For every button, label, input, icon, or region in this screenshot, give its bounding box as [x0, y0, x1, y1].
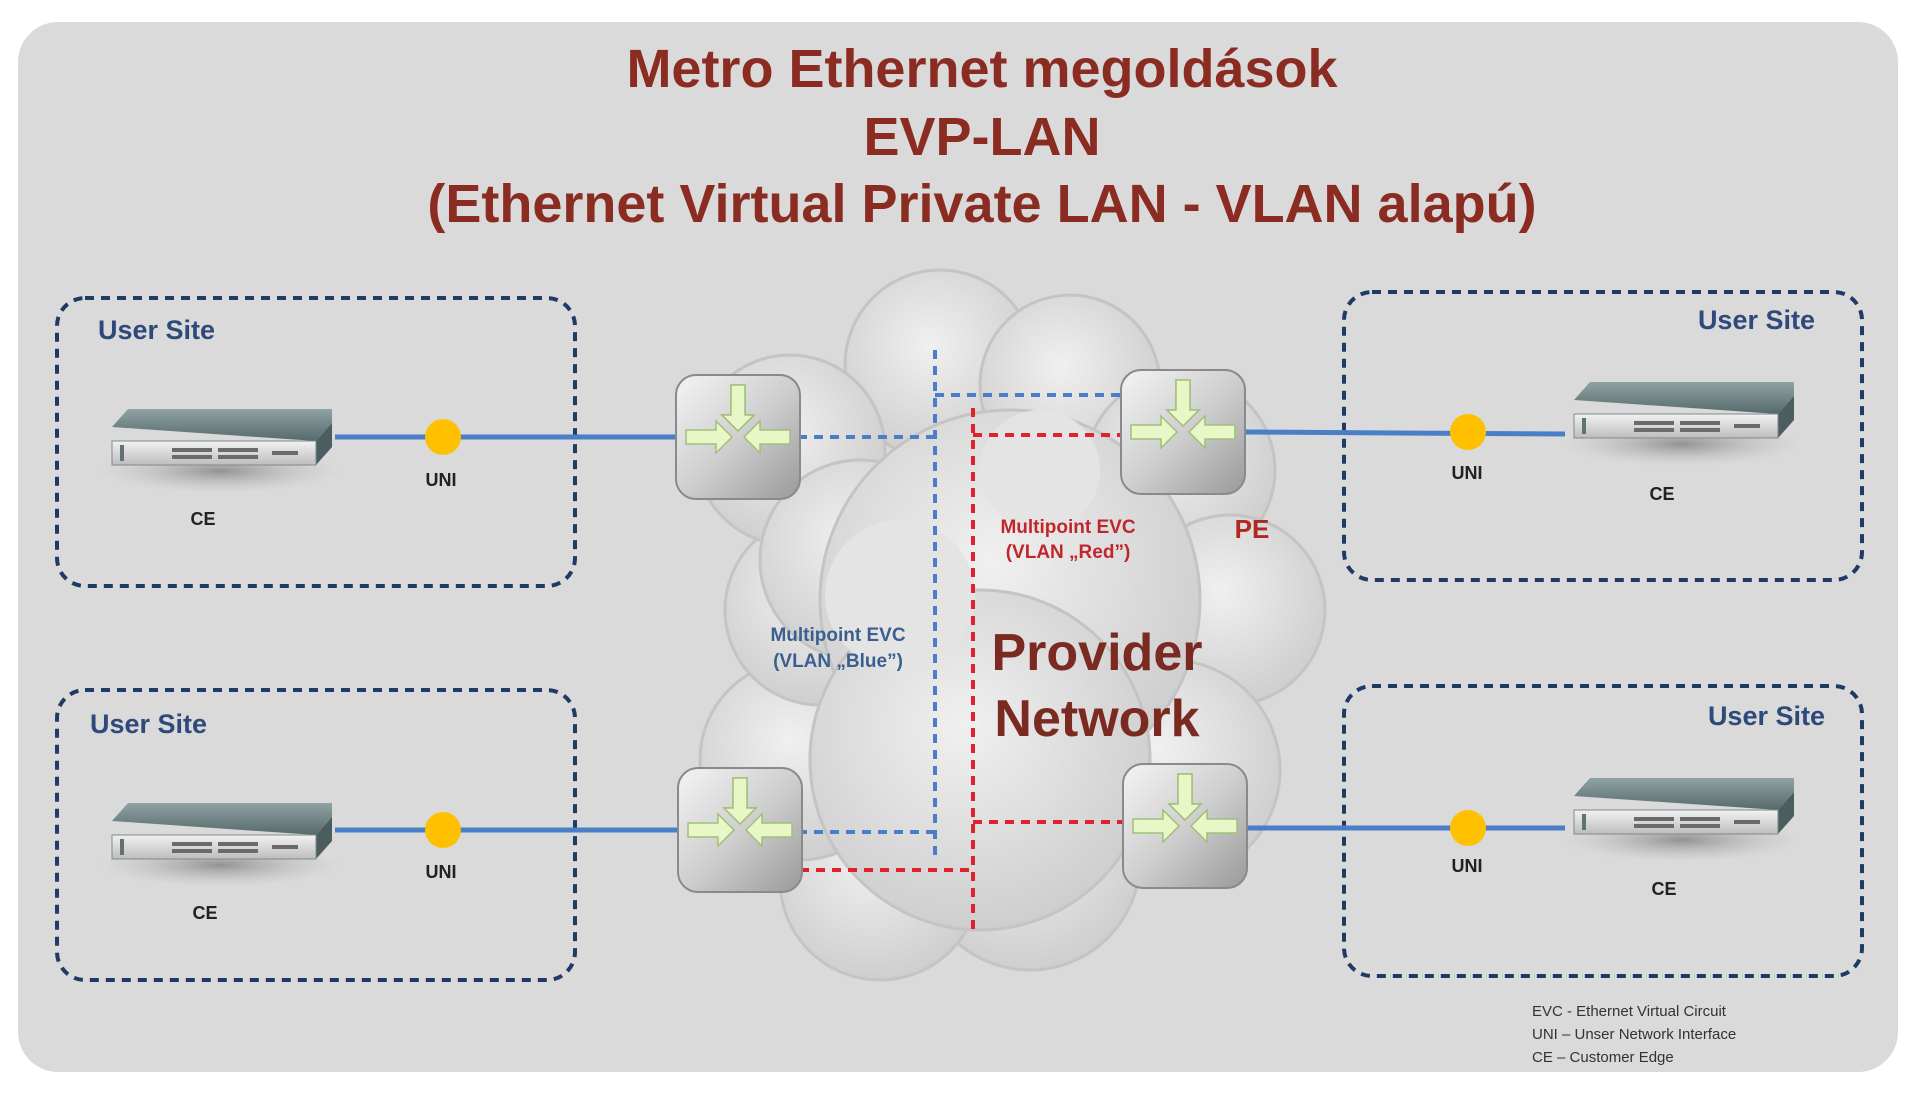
legend-uni: UNI – Unser Network Interface [1532, 1026, 1736, 1043]
title-line-1: Metro Ethernet megoldások [626, 39, 1338, 99]
vlan-blue-links [798, 350, 1122, 862]
title-line-2: EVP-LAN [863, 107, 1100, 167]
ce-switch-bottom-right [1561, 777, 1803, 863]
ce-label-top-right: CE [1649, 484, 1674, 504]
site-box-bottom-left [55, 688, 577, 982]
uni-dots [425, 414, 1486, 848]
router-bottom-left [677, 767, 803, 893]
access-links [335, 429, 1566, 833]
ce-label-bottom-left: CE [192, 903, 217, 923]
evc-blue-label-line-2: (VLAN „Blue”) [773, 651, 903, 672]
access-link-top-right [1244, 429, 1566, 437]
cloud-highlights [825, 410, 1100, 670]
uni-dot-bottom-right [1450, 810, 1486, 846]
evc-red-label-line-2: (VLAN „Red”) [1006, 542, 1131, 563]
site-label-bottom-right: User Site [1708, 701, 1825, 731]
provider-network-line-2: Network [994, 690, 1199, 748]
site-box-top-right [1342, 290, 1864, 582]
site-label-top-left: User Site [98, 315, 215, 345]
ce-switch-top-left [99, 408, 341, 494]
ce-label-top-left: CE [190, 509, 215, 529]
ce-switch-bottom-left [99, 802, 341, 888]
pe-label: PE [1235, 514, 1270, 544]
uni-label-top-right: UNI [1452, 463, 1483, 483]
router-top-left [675, 374, 801, 500]
uni-label-top-left: UNI [426, 470, 457, 490]
uni-dot-top-left [425, 419, 461, 455]
vlan-red-links [800, 408, 1122, 930]
site-label-top-right: User Site [1698, 305, 1815, 335]
uni-dot-bottom-left [425, 812, 461, 848]
site-box-bottom-right [1342, 684, 1864, 978]
evc-red-label-line-1: Multipoint EVC [1000, 517, 1135, 538]
uni-label-bottom-left: UNI [426, 862, 457, 882]
site-boxes [55, 290, 1864, 982]
provider-network-line-1: Provider [992, 624, 1203, 682]
title-line-3: (Ethernet Virtual Private LAN - VLAN ala… [427, 174, 1536, 234]
evc-blue-label-line-1: Multipoint EVC [770, 625, 905, 646]
router-top-right [1120, 369, 1246, 495]
uni-dot-top-right [1450, 414, 1486, 450]
ce-label-bottom-right: CE [1651, 879, 1676, 899]
uni-label-bottom-right: UNI [1452, 856, 1483, 876]
legend-ce: CE – Customer Edge [1532, 1049, 1674, 1066]
ce-switch-top-right [1561, 381, 1803, 467]
site-box-top-left [55, 296, 577, 588]
router-bottom-right [1122, 763, 1248, 889]
legend-evc: EVC - Ethernet Virtual Circuit [1532, 1003, 1727, 1020]
site-label-bottom-left: User Site [90, 709, 207, 739]
